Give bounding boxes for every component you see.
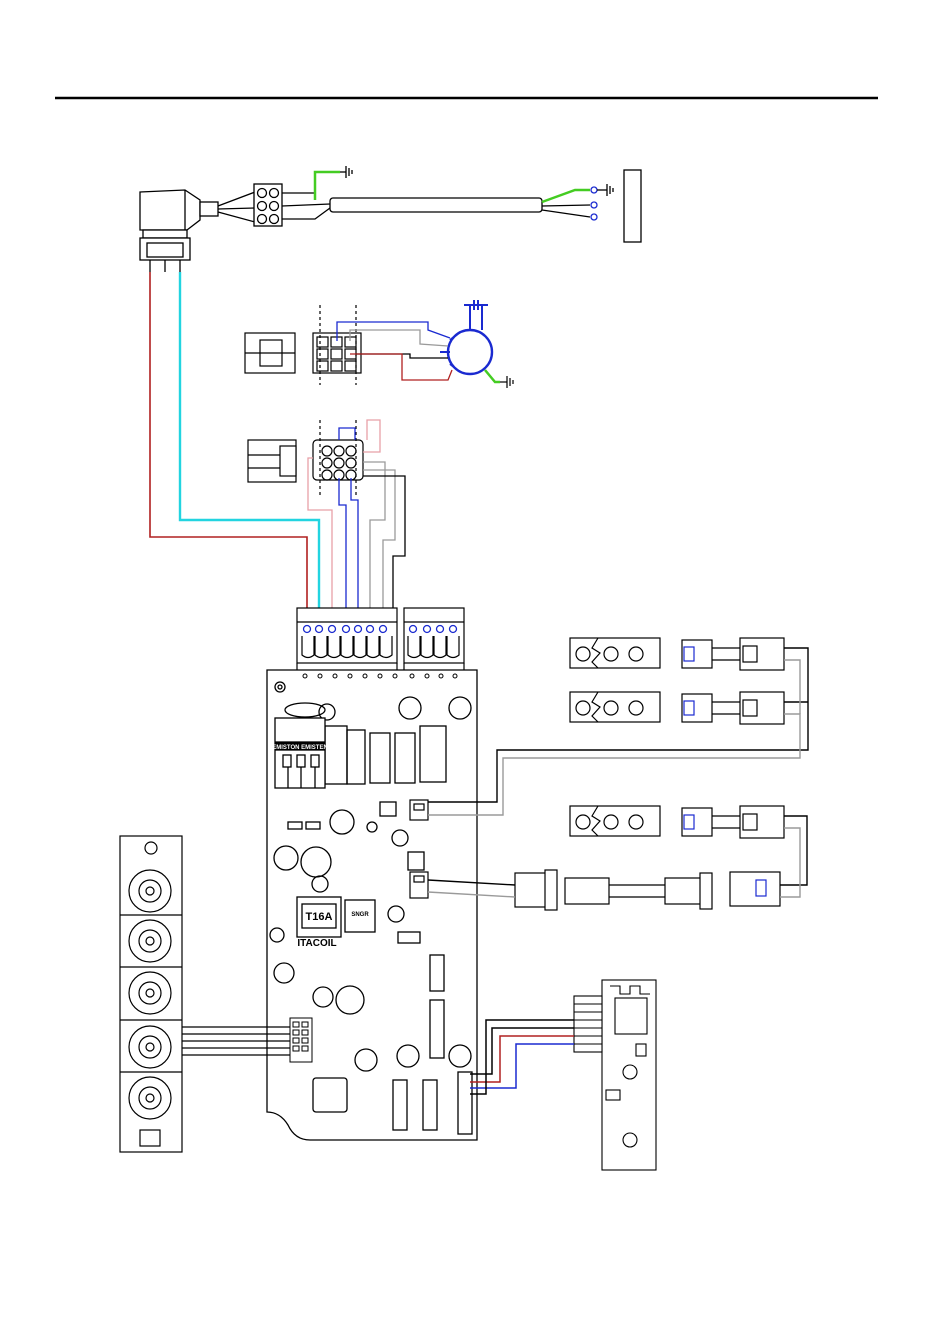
display-panel (120, 836, 182, 1152)
motor-connector-assembly (245, 300, 513, 388)
earth-wire-top (315, 172, 340, 200)
control-connector-assembly (248, 420, 363, 495)
pcb-connector-cn1 (410, 800, 428, 820)
ic-chip-label: SNGR (351, 912, 369, 918)
pcb-connector-cn2 (410, 872, 428, 898)
sensor-probe-3 (570, 806, 784, 838)
transformer-label: EMISTON EMISTEN (272, 745, 328, 751)
wifi-module-wires (470, 1020, 574, 1094)
main-pcb (267, 670, 477, 1140)
terminal-block-left (297, 608, 397, 672)
wifi-module (574, 980, 656, 1170)
probe-wires (428, 648, 808, 815)
power-inlet-assembly (140, 170, 641, 272)
sensor-probe-2 (570, 692, 784, 724)
ground-symbol-top (340, 166, 352, 178)
extension-cable (515, 870, 780, 910)
earth-wire-cable-end (542, 190, 590, 202)
pcb-dip-header (290, 1018, 312, 1062)
sensor-probe-1 (570, 638, 784, 670)
brand-label: ITACOIL (297, 938, 336, 949)
fuse-label: T16A (306, 911, 333, 923)
terminal-block-right (404, 608, 464, 672)
motor-earth-wire (485, 370, 500, 382)
